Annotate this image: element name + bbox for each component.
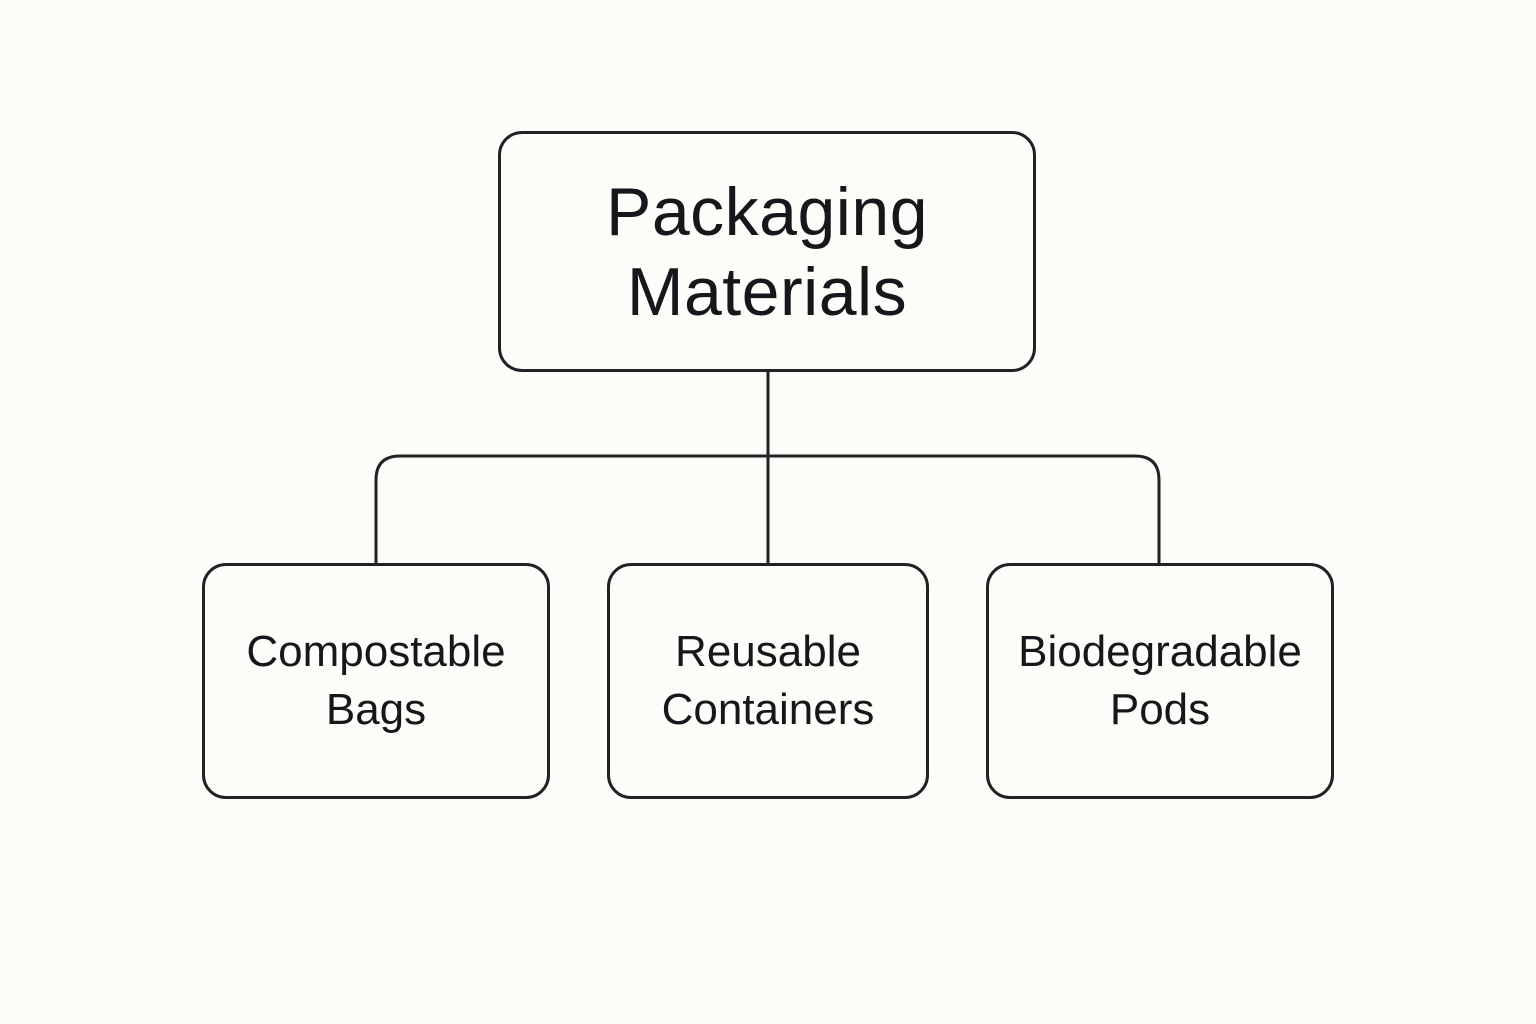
branch-bar-connector [374,454,1161,563]
child-node-label-line-2: Bags [325,685,427,734]
child-node-label-line-2: Pods [1109,685,1211,734]
child-node-label-line-1: Compostable [246,627,506,676]
child-node-label-line-2: Containers [661,685,875,734]
root-node-packaging-materials: Packaging Materials [498,131,1036,372]
root-node-label-line-1: Packaging [605,173,929,250]
child-node-reusable-containers: Reusable Containers [607,563,929,799]
child-node-label-line-1: Reusable [675,627,861,676]
child-node-compostable-bags: Compostable Bags [202,563,550,799]
child-node-biodegradable-pods: Biodegradable Pods [986,563,1334,799]
root-node-label-line-2: Materials [626,253,908,330]
child-node-label-line-1: Biodegradable [1018,627,1302,676]
